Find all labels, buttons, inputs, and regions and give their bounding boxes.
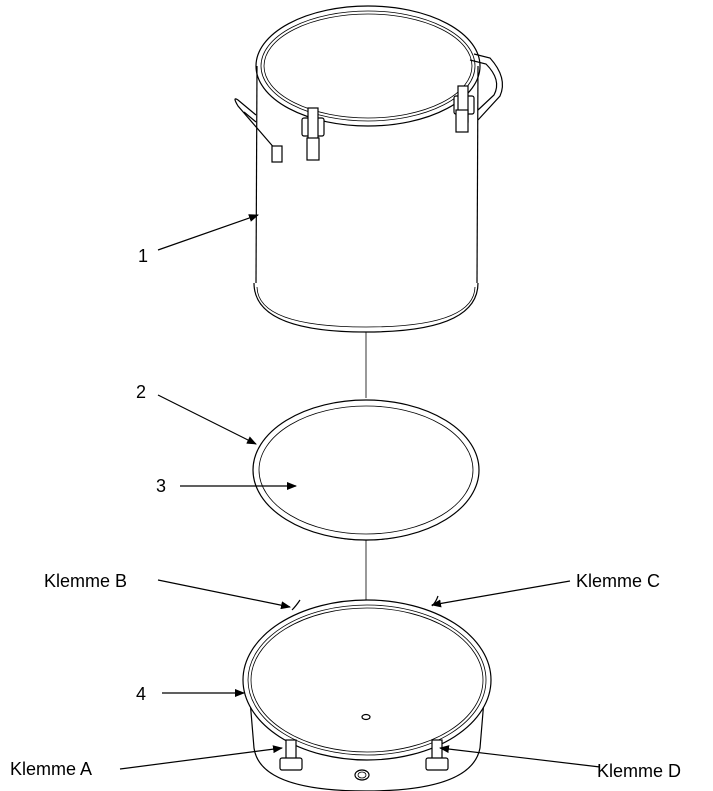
clamp-b-shape [291,599,301,611]
label-klemme-a: Klemme A [10,759,92,779]
callout-4: 4 [136,684,146,704]
leader-klemme-c [431,580,571,608]
leader-klemme-a [119,745,283,770]
pail-clamp-right [453,85,475,133]
leader-2 [157,394,257,445]
callout-3: 3 [156,476,166,496]
leader-1 [157,214,259,251]
leader-klemme-b [157,579,291,610]
pail-clamp-left [301,107,325,161]
label-klemme-b: Klemme B [44,571,127,591]
pail [234,5,503,333]
clamp-d-shape [425,739,449,771]
clamp-a-shape [279,739,303,771]
leader-klemme-d [439,745,601,768]
base [242,595,492,791]
callout-2: 2 [136,382,146,402]
label-klemme-d: Klemme D [597,761,681,781]
label-klemme-c: Klemme C [576,571,660,591]
gasket-filter [252,399,480,541]
callout-1: 1 [138,246,148,266]
